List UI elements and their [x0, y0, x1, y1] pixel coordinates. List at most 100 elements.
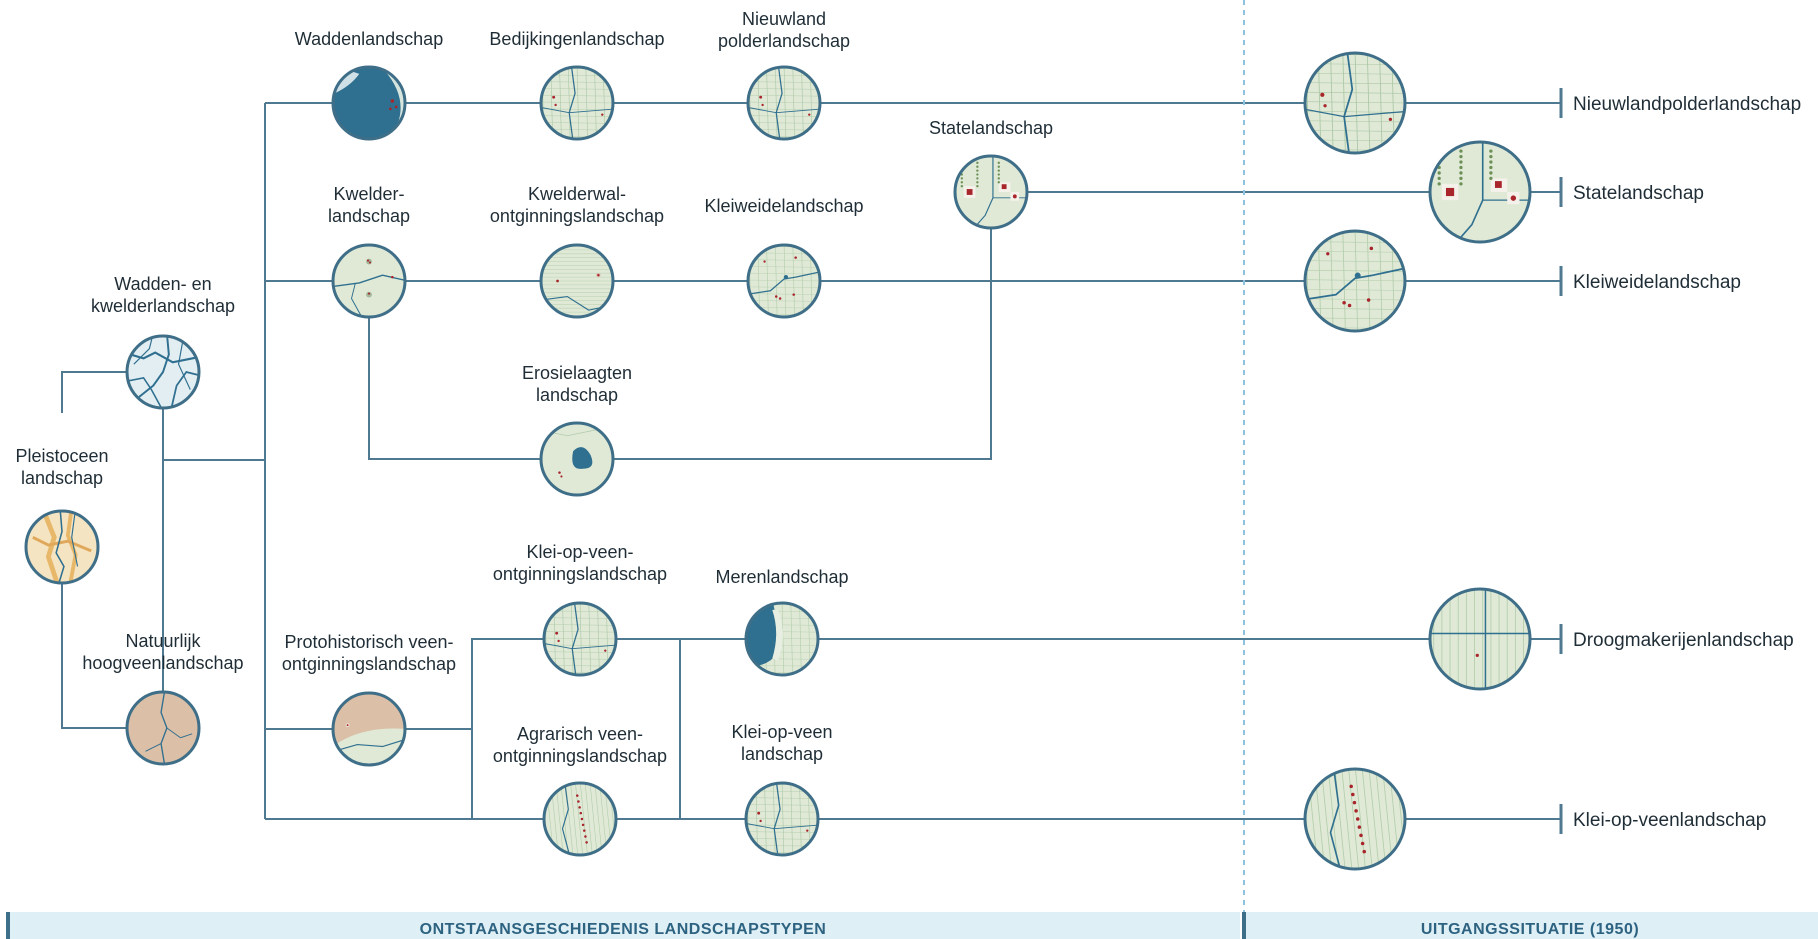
node-kwelderwal: Kwelderwal-ontginningslandschap	[490, 184, 664, 319]
node-ring	[331, 691, 407, 767]
node-kleiweide: Kleiweidelandschap	[704, 196, 864, 319]
node-label: ontginningslandschap	[493, 746, 667, 766]
node-ring	[746, 243, 822, 319]
map-artwork	[956, 157, 1026, 227]
node-label: ontginningslandschap	[490, 206, 664, 226]
node-ring	[1303, 767, 1407, 871]
node-label: Protohistorisch veen-	[284, 632, 453, 652]
footer-left-label: ONTSTAANSGESCHIEDENIS LANDSCHAPSTYPEN	[420, 921, 827, 938]
node-label: kwelderlandschap	[91, 296, 235, 316]
node-klei-op-veen-ontg: Klei-op-veen-ontginningslandschap	[493, 542, 667, 677]
map-artwork	[27, 512, 97, 582]
node-label: landschap	[21, 468, 103, 488]
node-ring	[125, 334, 201, 410]
footer-right-label: UITGANGSSITUATIE (1950)	[1421, 921, 1639, 938]
end-node-label: Statelandschap	[1573, 183, 1704, 204]
node-ring	[539, 421, 615, 497]
node-ring	[331, 65, 407, 141]
node-protohistorisch: Protohistorisch veen-ontginningslandscha…	[282, 632, 456, 767]
map-artwork	[545, 784, 615, 854]
map-artwork	[542, 68, 612, 138]
node-label: landschap	[328, 206, 410, 226]
node-label: ontginningslandschap	[493, 564, 667, 584]
map-artwork	[749, 246, 819, 316]
node-ring	[953, 154, 1029, 230]
footer-right-marker	[1242, 912, 1246, 939]
node-ring	[539, 243, 615, 319]
node-ring	[24, 509, 100, 585]
node-ring	[539, 65, 615, 141]
end-node-kleiweide: Kleiweidelandschap	[1303, 229, 1741, 333]
map-artwork	[1431, 143, 1529, 241]
map-artwork	[334, 246, 404, 316]
node-ring	[1428, 140, 1532, 244]
map-artwork	[128, 693, 198, 763]
connector-line-1	[61, 583, 127, 729]
footer-bar: ONTSTAANSGESCHIEDENIS LANDSCHAPSTYPEN UI…	[6, 912, 1818, 939]
node-state: Statelandschap	[929, 118, 1053, 230]
node-ring	[542, 781, 618, 857]
node-label: landschap	[536, 385, 618, 405]
node-label: Klei-op-veen	[731, 722, 832, 742]
node-label: Kleiweidelandschap	[704, 196, 863, 216]
node-ring	[1303, 229, 1407, 333]
node-label: Nieuwland	[742, 9, 826, 29]
node-label: Erosielaagten	[522, 363, 632, 383]
node-label: Kwelderwal-	[528, 184, 626, 204]
node-ring	[331, 243, 407, 319]
map-artwork	[1431, 590, 1529, 688]
footer-left-marker	[6, 912, 10, 939]
node-label: Waddenlandschap	[295, 29, 443, 49]
map-artwork	[542, 246, 612, 316]
map-artwork	[747, 604, 817, 674]
end-node-klei-op-veen: Klei-op-veenlandschap	[1303, 767, 1766, 871]
map-artwork	[1306, 770, 1404, 868]
map-artwork	[1306, 54, 1404, 152]
node-label: Pleistoceen	[15, 446, 108, 466]
node-label: Natuurlijk	[125, 631, 201, 651]
end-node-label: Droogmakerijenlandschap	[1573, 630, 1794, 651]
map-artwork	[545, 604, 615, 674]
map-artwork	[334, 68, 404, 138]
node-ring	[746, 65, 822, 141]
node-ring	[744, 781, 820, 857]
node-klei-op-veen: Klei-op-veenlandschap	[731, 722, 833, 857]
node-waddenlandschap: Waddenlandschap	[295, 29, 443, 141]
node-label: polderlandschap	[718, 31, 850, 51]
connector-line-11	[405, 638, 544, 730]
node-bedijkingen: Bedijkingenlandschap	[489, 29, 665, 141]
end-node-label: Klei-op-veenlandschap	[1573, 810, 1766, 831]
map-artwork	[747, 784, 817, 854]
map-artwork	[749, 68, 819, 138]
node-label: landschap	[741, 744, 823, 764]
node-label: Kwelder-	[333, 184, 404, 204]
node-label: Klei-op-veen-	[526, 542, 633, 562]
node-ring	[1428, 587, 1532, 691]
end-node-state: Statelandschap	[1428, 140, 1704, 244]
node-label: Agrarisch veen-	[517, 724, 643, 744]
node-kwelder: Kwelder-landschap	[328, 184, 410, 319]
connector-line-9	[368, 228, 992, 460]
end-nodes: NieuwlandpolderlandschapStatelandschapKl…	[1303, 51, 1801, 871]
node-agrarisch: Agrarisch veen-ontginningslandschap	[493, 724, 667, 857]
map-artwork	[542, 424, 612, 494]
node-label: Statelandschap	[929, 118, 1053, 138]
node-ring	[744, 601, 820, 677]
node-label: Bedijkingenlandschap	[489, 29, 664, 49]
end-node-label: Kleiweidelandschap	[1573, 272, 1741, 293]
node-ring	[542, 601, 618, 677]
footer-left-background	[6, 912, 1240, 939]
node-label: ontginningslandschap	[282, 654, 456, 674]
node-ring	[1303, 51, 1407, 155]
map-artwork	[128, 337, 198, 407]
node-label: Merenlandschap	[715, 567, 848, 587]
node-label: Wadden- en	[114, 274, 211, 294]
node-ring	[125, 690, 201, 766]
map-artwork	[334, 694, 404, 764]
